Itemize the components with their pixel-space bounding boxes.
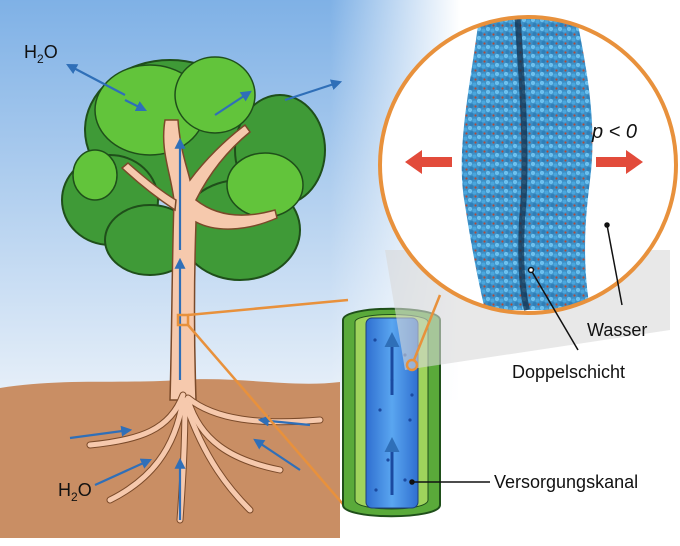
tree-canopy — [61, 56, 326, 281]
label-pointers — [409, 222, 623, 485]
bilayer-label: Doppelschicht — [512, 362, 625, 382]
zoom-connectors — [176, 298, 349, 511]
right-red-arrow — [596, 150, 643, 174]
left-red-arrow — [405, 150, 452, 174]
tension-arrows — [405, 150, 643, 174]
pressure-label: p < 0 — [591, 121, 637, 143]
water-label: Wasser — [587, 320, 647, 340]
h2o-bottom-label: H2O — [58, 480, 92, 504]
magnified-bilayer-view — [378, 15, 678, 372]
water-flow-arrows — [66, 63, 343, 520]
h2o-top-label: H2O — [24, 42, 58, 66]
bottom-white-strip — [0, 538, 340, 546]
vessel-label: Versorgungskanal — [494, 472, 638, 492]
